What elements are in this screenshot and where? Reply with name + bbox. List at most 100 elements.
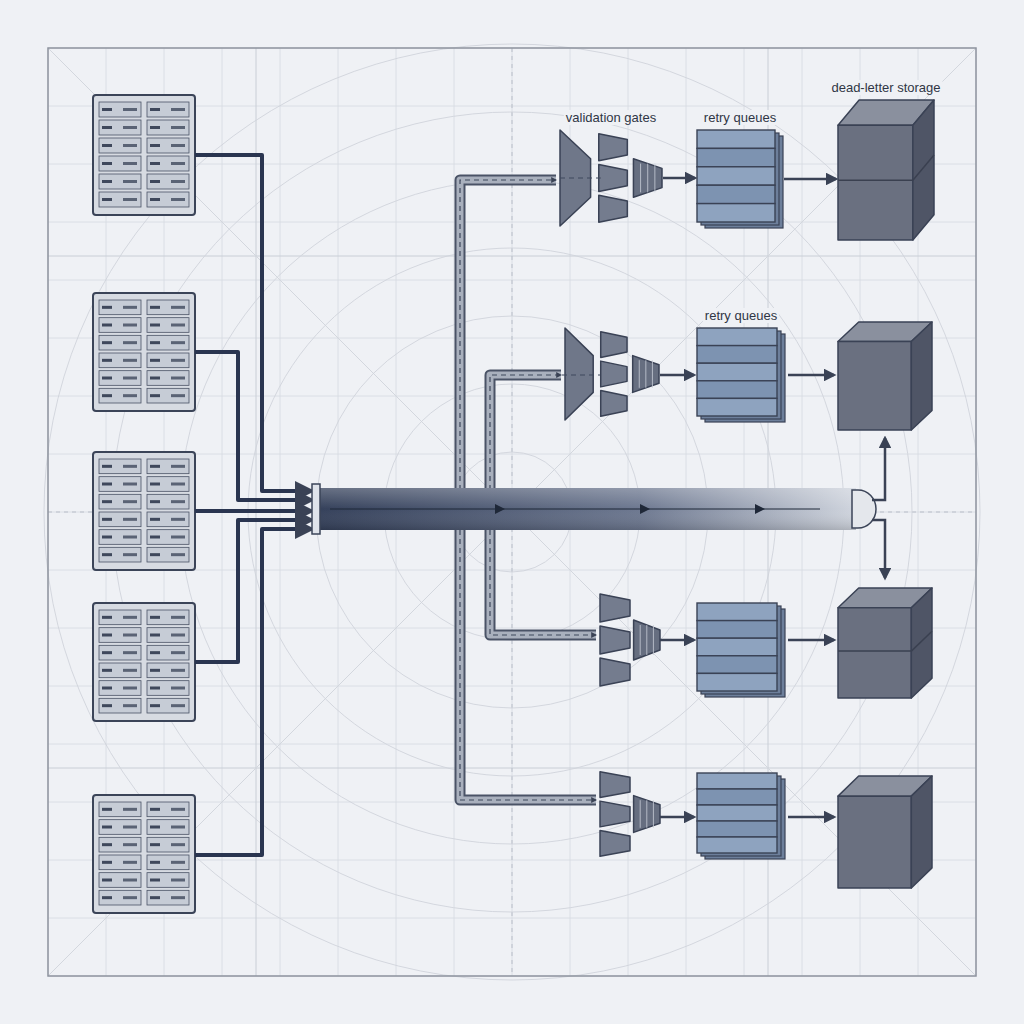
gate-plate	[599, 134, 628, 161]
rack-led	[150, 341, 160, 344]
rack-unit	[147, 820, 189, 835]
rack-unit	[147, 681, 189, 696]
main-pipe-shine	[316, 488, 856, 530]
rack-led	[123, 553, 137, 556]
validation-gate: validation gates	[560, 130, 662, 226]
rack-led	[171, 669, 185, 672]
rack-led	[150, 324, 160, 327]
rack-led	[150, 465, 160, 468]
gate-plate	[600, 772, 630, 798]
gate-plate	[600, 801, 630, 827]
rack-led	[123, 324, 137, 327]
rack-led	[171, 377, 185, 380]
queue-slot	[697, 346, 777, 364]
rack-led	[171, 704, 185, 707]
rack-led	[150, 162, 160, 165]
rack-led	[171, 500, 185, 503]
rack-led	[123, 687, 137, 690]
flow-arrow	[784, 178, 836, 181]
rack-led	[171, 536, 185, 539]
rack-led	[102, 483, 112, 486]
gate-stripe	[653, 800, 654, 828]
flow-arrow-line	[660, 639, 694, 642]
rack-led	[102, 306, 112, 309]
rack-led	[123, 826, 137, 829]
rack-led	[171, 180, 185, 183]
rack-led	[150, 126, 160, 129]
rack-led	[123, 180, 137, 183]
rack-unit	[99, 120, 141, 135]
gate-plate	[599, 195, 628, 222]
rack-led	[102, 359, 112, 362]
rack-led	[123, 896, 137, 899]
rack-unit	[147, 102, 189, 117]
rack-led	[171, 808, 185, 811]
rack-led	[171, 861, 185, 864]
cube-seam	[911, 631, 932, 651]
gate-stripe	[652, 360, 653, 388]
rack-led	[102, 394, 112, 397]
rack-led	[171, 126, 185, 129]
rack-unit	[147, 610, 189, 625]
rack-unit	[99, 192, 141, 207]
dead-letter-store: dead-letter storage	[838, 100, 934, 240]
cube-side	[911, 776, 932, 888]
rack-unit	[147, 663, 189, 678]
rack-led	[171, 162, 185, 165]
rack-unit	[99, 530, 141, 545]
background-grid	[44, 44, 980, 980]
rack-unit	[147, 873, 189, 888]
gate-stripe	[640, 164, 641, 193]
rack-led	[171, 394, 185, 397]
gate-stripe	[646, 800, 647, 828]
rack-led	[102, 634, 112, 637]
branch-tube	[490, 530, 596, 635]
queue-slot	[697, 204, 775, 222]
guide-circle	[44, 44, 980, 980]
queue-slot	[697, 328, 777, 346]
rack-unit	[147, 353, 189, 368]
retry-queue: retry queues	[697, 328, 785, 422]
rack-led	[171, 465, 185, 468]
branch-tube-core	[490, 530, 596, 635]
rack-body	[93, 95, 195, 215]
rack-led	[171, 634, 185, 637]
node-shape	[697, 328, 785, 422]
rack-led	[123, 126, 137, 129]
rack-led	[102, 518, 112, 521]
rack-led	[123, 394, 137, 397]
rack-led	[123, 377, 137, 380]
rack-led	[150, 536, 160, 539]
flow-arrow-line	[788, 816, 834, 819]
rack-unit	[147, 645, 189, 660]
rack-led	[123, 162, 137, 165]
server-rack	[93, 603, 195, 721]
rack-unit	[99, 371, 141, 386]
branch-tube-core	[490, 375, 561, 490]
rack-led	[150, 306, 160, 309]
rack-led	[171, 518, 185, 521]
cube-front	[838, 796, 911, 888]
cube-seam	[838, 650, 911, 652]
flow-arrow	[640, 504, 650, 514]
node-shape	[560, 130, 662, 226]
queue-slot	[697, 130, 775, 148]
rack-led	[123, 483, 137, 486]
branch-flow	[490, 375, 561, 490]
rack-unit	[99, 512, 141, 527]
rack-unit	[99, 610, 141, 625]
cube-seam	[838, 180, 913, 182]
gate-flow	[560, 178, 601, 179]
rack-led	[150, 843, 160, 846]
queue-slot	[697, 837, 777, 853]
rack-led	[123, 634, 137, 637]
diagonal	[48, 48, 976, 976]
feed-line	[195, 509, 311, 513]
rack-led	[171, 843, 185, 846]
rack-led	[150, 861, 160, 864]
rack-unit	[147, 855, 189, 870]
gate-plate	[600, 658, 630, 686]
rack-led	[123, 518, 137, 521]
rack-led	[171, 651, 185, 654]
